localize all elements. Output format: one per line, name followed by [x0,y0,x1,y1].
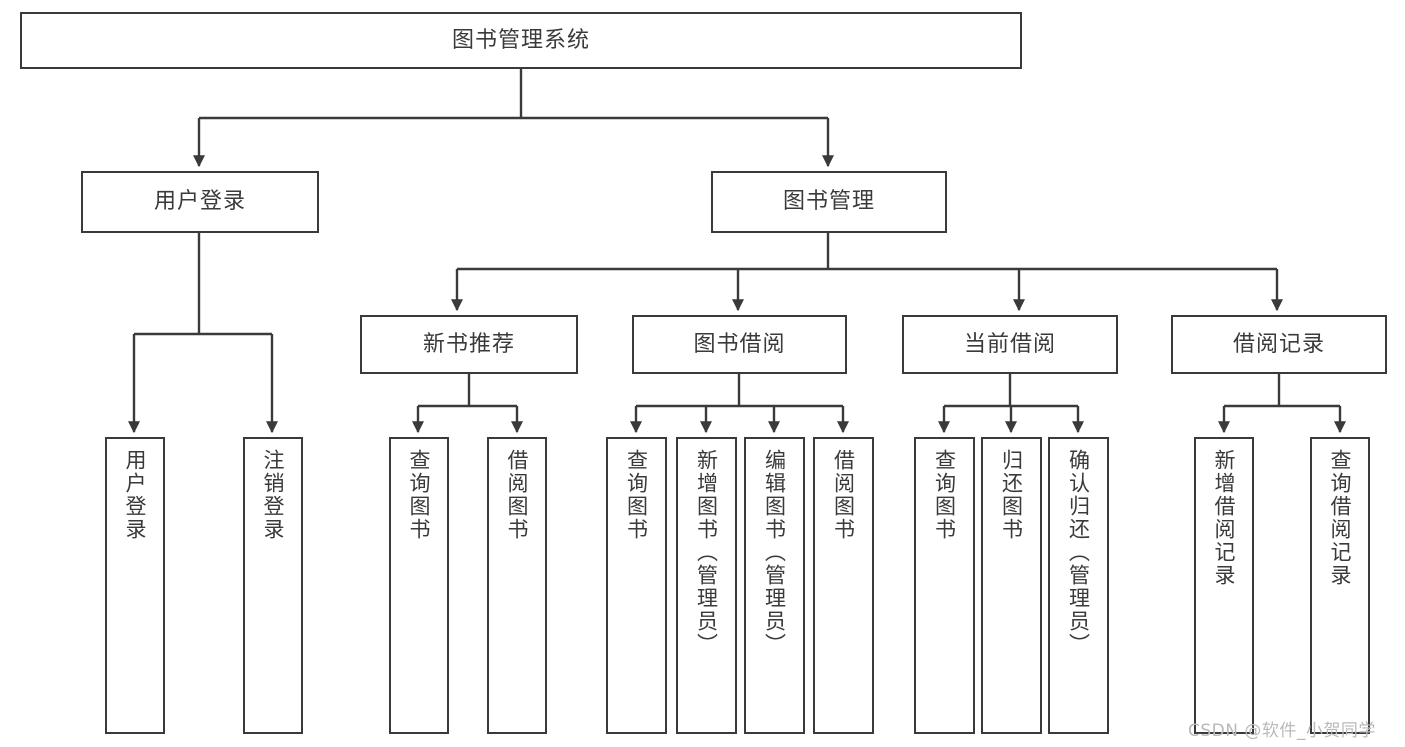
node-current-borrow[interactable]: 当前借阅 [902,315,1118,374]
node-new-book-rec-label: 新书推荐 [422,331,515,357]
node-borrow-record-label: 借阅记录 [1232,331,1325,357]
leaf-borrow-book-1[interactable]: 借阅图书 [487,437,547,734]
leaf-user-logout-label: 注销登录 [261,449,286,541]
leaf-add-record-label: 新增借阅记录 [1212,449,1237,587]
leaf-borrow-book-2-label: 借阅图书 [831,449,856,541]
leaf-query-book-1[interactable]: 查询图书 [389,437,449,734]
node-book-manage[interactable]: 图书管理 [711,171,947,233]
node-book-manage-label: 图书管理 [782,189,875,215]
leaf-return-book-label: 归还图书 [999,449,1024,541]
leaf-query-record[interactable]: 查询借阅记录 [1310,437,1370,734]
leaf-edit-book-label: 编辑图书（管理员） [762,449,787,656]
node-user-login-label: 用户登录 [153,189,246,215]
node-borrow-record[interactable]: 借阅记录 [1171,315,1387,374]
leaf-user-logout[interactable]: 注销登录 [243,437,303,734]
node-root-label: 图书管理系统 [451,27,590,53]
leaf-confirm-return[interactable]: 确认归还（管理员） [1048,437,1109,734]
leaf-user-login-label: 用户登录 [123,449,148,541]
leaf-query-book-3-label: 查询图书 [932,449,957,541]
leaf-query-book-2-label: 查询图书 [624,449,649,541]
node-new-book-rec[interactable]: 新书推荐 [360,315,578,374]
leaf-return-book[interactable]: 归还图书 [981,437,1042,734]
leaf-add-book[interactable]: 新增图书（管理员） [676,437,737,734]
leaf-user-login[interactable]: 用户登录 [105,437,165,734]
leaf-borrow-book-2[interactable]: 借阅图书 [813,437,874,734]
leaf-query-book-3[interactable]: 查询图书 [914,437,975,734]
leaf-add-book-label: 新增图书（管理员） [694,449,719,656]
leaf-query-book-2[interactable]: 查询图书 [606,437,667,734]
node-book-borrow[interactable]: 图书借阅 [632,315,847,374]
node-root[interactable]: 图书管理系统 [20,12,1022,69]
leaf-edit-book[interactable]: 编辑图书（管理员） [744,437,805,734]
leaf-add-record[interactable]: 新增借阅记录 [1194,437,1254,734]
watermark: CSDN @软件_小贺同学 [1188,721,1376,741]
node-book-borrow-label: 图书借阅 [693,331,786,357]
leaf-borrow-book-1-label: 借阅图书 [505,449,530,541]
leaf-confirm-return-label: 确认归还（管理员） [1066,449,1091,656]
leaf-query-book-1-label: 查询图书 [407,449,432,541]
leaf-query-record-label: 查询借阅记录 [1328,449,1353,587]
node-current-borrow-label: 当前借阅 [963,331,1056,357]
node-user-login[interactable]: 用户登录 [81,171,319,233]
